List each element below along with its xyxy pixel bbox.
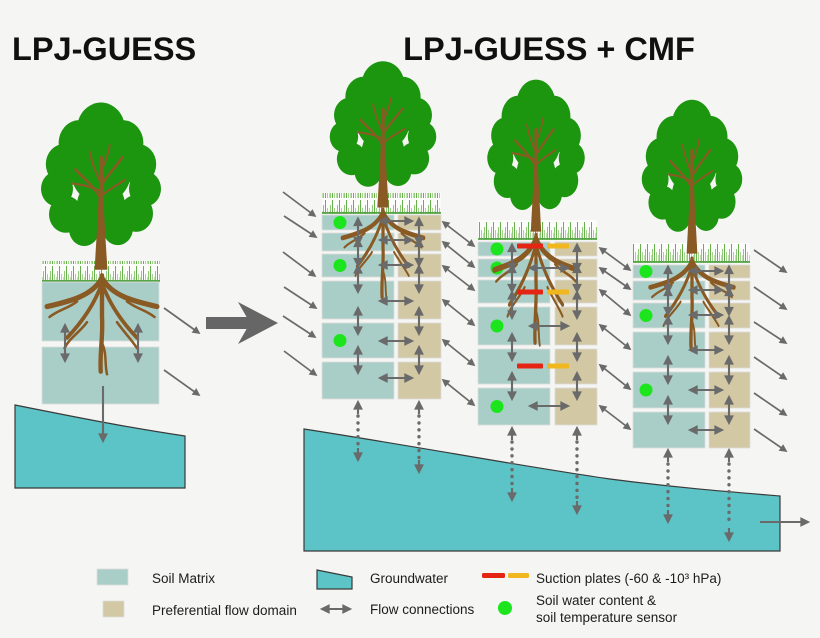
sensor-dot [333,334,347,347]
vertical-flow-connections [353,216,734,426]
flow-connections-column2-column3 [598,246,632,431]
legend-sensor-label-line2: soil temperature sensor [536,610,678,625]
legend-sensor-label-line1: Soil water content & [536,593,656,608]
sensor-dot [333,259,347,272]
suction-plate-red [517,289,543,295]
sensor-dot [490,242,504,256]
sensor-dot [639,265,653,278]
legend-item-groundwater: Groundwater [316,569,449,590]
tree [487,80,585,232]
grass-strip [42,261,160,282]
legend-item-flow-connections: Flow connections [319,602,475,617]
suction-plate-red [517,243,543,249]
legend-soil-matrix-label: Soil Matrix [152,571,215,586]
right-model [282,59,811,552]
sensor-dot [333,216,347,229]
lateral-outflow-arrows [753,249,788,453]
legend-item-sensor: Soil water content & soil temperature se… [498,593,678,625]
legend: Soil Matrix Preferential flow domain Gro… [96,568,721,625]
transform-arrow [206,302,278,344]
legend-groundwater-label: Groundwater [370,571,449,586]
horizontal-flow-connections [377,216,725,435]
legend-groundwater-swatch [316,569,353,590]
groundwater-shape [14,404,186,489]
legend-flow-connections-label: Flow connections [370,602,475,617]
groundwater-shape [303,428,781,552]
suction-plates [517,243,569,369]
left-model [14,103,201,489]
legend-suction-plate-red [482,573,505,578]
tree [41,103,161,270]
tree [642,100,743,254]
legend-soil-matrix-swatch [96,568,129,586]
lateral-inflow-arrows [282,191,318,377]
sensor-dot [639,309,653,322]
soil-column-3 [632,100,751,449]
legend-item-soil-matrix: Soil Matrix [96,568,215,586]
legend-suction-plates-label: Suction plates (-60 & -10³ hPa) [536,571,721,586]
legend-preferential-flow-swatch [102,600,125,618]
left-model-flow-arrows [60,307,201,444]
sensor-dot [490,400,504,413]
legend-item-suction-plates: Suction plates (-60 & -10³ hPa) [482,571,721,586]
legend-item-preferential-flow: Preferential flow domain [102,600,297,618]
left-model-title: LPJ-GUESS [12,31,196,67]
tree [327,59,439,210]
soil-column-1 [321,59,442,400]
legend-preferential-flow-label: Preferential flow domain [152,603,297,618]
suction-plate-red [517,363,543,369]
legend-suction-plate-yellow [508,573,529,578]
suction-plate-yellow [547,363,569,369]
groundwater-exchange-connectors [353,399,734,543]
suction-plate-yellow [547,289,569,295]
right-model-title: LPJ-GUESS + CMF [403,31,695,67]
legend-sensor-dot [498,601,512,615]
flow-connections-column1-column2 [441,220,476,407]
soil-column-2 [477,80,598,426]
suction-plate-yellow [547,243,569,249]
sensor-dot [639,383,653,397]
sensor-dot [490,319,504,333]
